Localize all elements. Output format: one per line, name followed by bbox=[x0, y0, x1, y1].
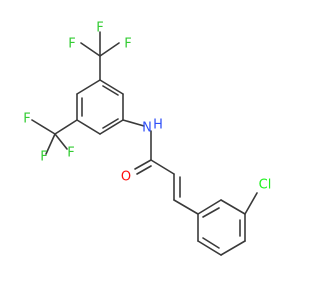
chemical-structure: F F F F F F N H O Cl bbox=[23, 21, 271, 256]
bond-carbonyl-o-2 bbox=[136, 165, 152, 175]
atom-o: O bbox=[121, 170, 131, 185]
bond-cf3-left-ring bbox=[54, 119, 78, 135]
bond-ring2-b bbox=[220, 199, 246, 215]
bond-ring2-e bbox=[197, 240, 222, 256]
bond-ring2-d bbox=[220, 240, 246, 256]
bond-cf3-top-f3 bbox=[99, 42, 120, 57]
bond-ring1-c bbox=[99, 119, 124, 135]
bond-ring-cl bbox=[244, 192, 258, 215]
atom-f-left-1: F bbox=[23, 112, 30, 127]
atom-f-top-1: F bbox=[68, 37, 75, 52]
bond-ring1-d bbox=[76, 119, 101, 135]
bond-ring-nh bbox=[122, 119, 145, 127]
bond-ring1-double-2 bbox=[102, 118, 119, 129]
atom-cl: Cl bbox=[259, 178, 272, 193]
bond-ring2-a bbox=[197, 199, 222, 215]
bond-ring2-double-3 bbox=[202, 237, 220, 249]
bond-cf3-left-f1 bbox=[31, 119, 56, 135]
bond-carbonyl-o-1 bbox=[134, 159, 152, 170]
bond-layer bbox=[31, 31, 258, 256]
bond-ring1-double-1 bbox=[102, 85, 119, 96]
bond-ring1-f bbox=[76, 79, 101, 95]
atom-f-left-2: F bbox=[40, 150, 47, 165]
bond-cf3-top-f1 bbox=[80, 42, 101, 57]
atom-n-h: H bbox=[153, 118, 163, 133]
atom-label-layer: F F F F F F N H O Cl bbox=[23, 21, 271, 193]
atom-f-top-2: F bbox=[96, 21, 103, 36]
bond-cf3-left-f2 bbox=[45, 133, 56, 155]
bond-carbonyl-vinyl bbox=[150, 159, 175, 175]
bond-ring1-a bbox=[99, 79, 124, 95]
atom-f-left-3: F bbox=[67, 146, 74, 161]
atom-n: N bbox=[142, 121, 152, 136]
bond-ring2-double-1 bbox=[202, 207, 220, 218]
bond-vinyl-ring bbox=[173, 199, 199, 215]
atom-f-top-3: F bbox=[124, 37, 131, 52]
bond-cf3-left-f3 bbox=[54, 133, 68, 150]
